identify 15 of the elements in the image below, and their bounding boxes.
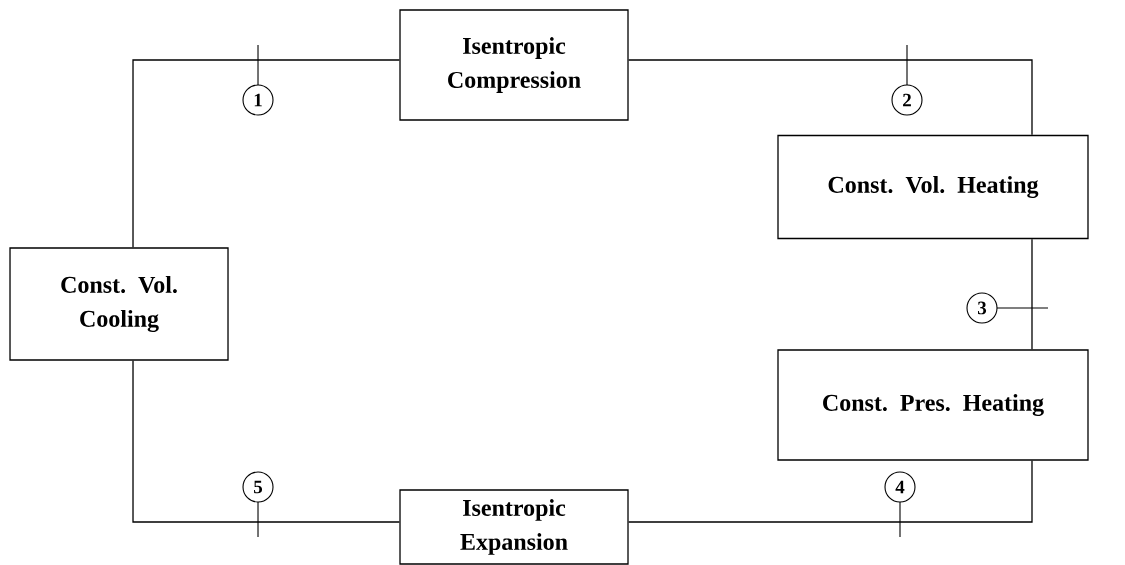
process-box: Const. Vol. Cooling: [9, 247, 229, 361]
process-box: Isentropic Compression: [399, 9, 629, 121]
state-number: 4: [884, 471, 916, 503]
state-number: 2: [891, 84, 923, 116]
connector-line: [1031, 238, 1033, 350]
connector-line: [132, 59, 400, 248]
connector-line: [628, 59, 1033, 136]
process-box: Const. Vol. Heating: [777, 134, 1089, 240]
state-number: 3: [966, 292, 998, 324]
process-box: Isentropic Expansion: [399, 489, 629, 565]
state-number: 1: [242, 84, 274, 116]
state-number: 5: [242, 471, 274, 503]
connector-line: [132, 360, 400, 523]
process-box: Const. Pres. Heating: [777, 349, 1089, 461]
connector-line: [628, 460, 1033, 523]
